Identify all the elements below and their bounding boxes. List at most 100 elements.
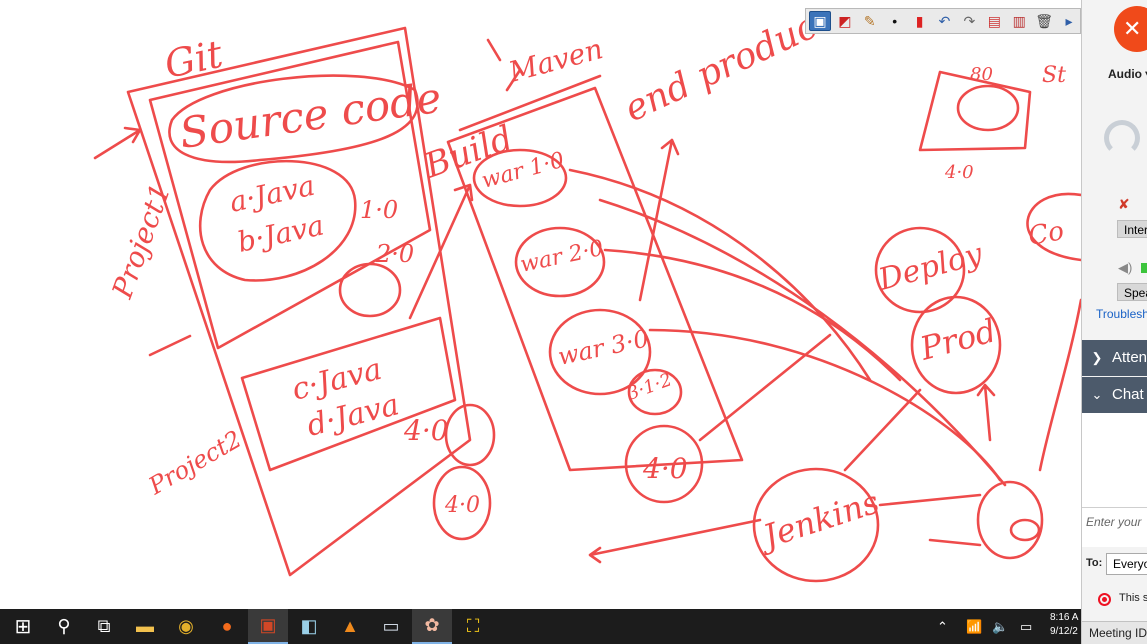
attendees-section-toggle[interactable]: ❯Attendees — [1082, 340, 1147, 376]
trash-tool-icon[interactable]: 🗑 — [1035, 13, 1054, 29]
chat-section-toggle[interactable]: ⌄Chat — [1082, 377, 1147, 413]
eraser-box-tool-icon[interactable]: ◩ — [838, 13, 852, 29]
vlc-cone-icon: ▲ — [341, 616, 359, 636]
folder-icon: ▬ — [136, 616, 154, 636]
highlighter-tool-icon[interactable]: ▮ — [915, 13, 924, 29]
network-icon[interactable]: 📶 — [966, 618, 983, 634]
taskbar: ⊞ ⚲ ⧉ ▬ ◉ ● ▣ ◧ ▲ ▭ ✿ ⛶ ⌃ 📶 🔈 ▭ 8:16 A 9… — [0, 609, 1081, 644]
maven-box-line — [458, 74, 602, 132]
label-war2: war 2·0 — [518, 236, 606, 278]
clear-tool-icon[interactable]: ▤ — [987, 13, 1001, 29]
corner-circle — [956, 84, 1020, 132]
war3-ellipse — [548, 308, 652, 396]
whiteboard-drawing: Git Source code a·Java b·Java Project1 c… — [93, 0, 1081, 583]
vlc-button[interactable]: ▲ — [330, 609, 370, 644]
speaker-level-indicator — [1141, 263, 1147, 273]
label-corner-st: St — [1042, 63, 1066, 88]
annotation-toolbar: ▣ ◩ ✎ • ▮ ↶ ↷ ▤ ▥ 🗑 ▸ — [805, 8, 1081, 34]
prod-arrow-2 — [603, 248, 902, 382]
war2-ellipse — [514, 226, 606, 298]
right-edge-line — [1038, 298, 1081, 472]
label-prod: Prod — [915, 311, 1000, 368]
remote-desktop-button[interactable]: ▭ — [371, 609, 411, 644]
chat-input[interactable]: Enter your — [1082, 507, 1147, 547]
chat-recipient-label: To: — [1086, 557, 1103, 569]
chrome-button[interactable]: ◉ — [166, 609, 206, 644]
speaker-icon: ◀) — [1118, 260, 1133, 275]
label-corner-v: 4·0 — [944, 162, 974, 183]
project2-arrow — [148, 334, 192, 357]
monitor-icon: ▭ — [382, 616, 400, 636]
label-jenkins: Jenkins — [753, 483, 884, 558]
label-v2: 2·0 — [375, 240, 414, 268]
project1-arrow — [93, 126, 142, 160]
recording-icon — [1098, 593, 1111, 606]
chat-messages — [1082, 413, 1147, 507]
file-explorer-button[interactable]: ▬ — [125, 609, 165, 644]
label-v312: 3·1·2 — [625, 369, 675, 404]
webex-icon: ✿ — [424, 615, 440, 635]
maven-arrow — [486, 38, 522, 92]
war1-ellipse — [472, 148, 568, 208]
label-corner-80: 80 — [970, 64, 993, 85]
search-button[interactable]: ⚲ — [44, 609, 84, 644]
notes-app-button[interactable]: ◧ — [289, 609, 329, 644]
mic-off-icon: ✕ — [1123, 16, 1142, 41]
input-indicator-icon[interactable]: ▭ — [1020, 618, 1033, 634]
screen-tool-button[interactable]: ⛶ — [453, 609, 493, 644]
powerpoint-button[interactable]: ▣ — [248, 609, 288, 644]
whiteboard-canvas[interactable]: Git Source code a·Java b·Java Project1 c… — [0, 0, 1081, 609]
label-v4-left: 4·0 — [403, 414, 449, 447]
chevron-right-icon: ❯ — [1091, 350, 1103, 365]
dot-tool-icon[interactable]: • — [892, 13, 898, 29]
git-box-inner — [148, 40, 432, 350]
firefox-icon: ● — [221, 616, 233, 636]
v4-circle-left — [432, 465, 492, 541]
deploy-arrow — [843, 383, 996, 472]
jenkins-arrow-2 — [598, 198, 1007, 487]
start-button[interactable]: ⊞ — [2, 609, 44, 644]
jenkins-out — [878, 493, 982, 547]
firefox-button[interactable]: ● — [207, 609, 247, 644]
brush-tool-icon[interactable]: ✎ — [863, 13, 876, 29]
meeting-id: Meeting ID — [1082, 621, 1147, 644]
source-code-ellipse — [168, 74, 419, 164]
label-v1: 1·0 — [360, 196, 398, 224]
label-war3: war 3·0 — [555, 324, 651, 371]
mute-microphone-button[interactable]: ✕ — [1114, 6, 1147, 52]
maven-box — [446, 86, 744, 472]
more-tool-icon[interactable]: ▸ — [1065, 13, 1073, 29]
label-v4-left-2: 4·0 — [444, 493, 480, 518]
prod-circle — [910, 295, 1002, 395]
chevron-up-icon: ⌃ — [937, 618, 948, 634]
jenkins-link — [588, 518, 762, 564]
task-view-button[interactable]: ⧉ — [84, 609, 124, 644]
meeting-side-panel: ✕ Audio ▾ ✘ Internal ◀) Speaker Troubles… — [1081, 0, 1147, 644]
microphone-select[interactable]: Internal — [1117, 220, 1147, 238]
undo-tool-icon[interactable]: ↶ — [938, 13, 951, 29]
volume-icon[interactable]: 🔈 — [992, 618, 1009, 634]
notes-icon: ◧ — [300, 616, 318, 636]
chrome-icon: ◉ — [178, 616, 194, 636]
taskbar-clock[interactable]: 8:16 A 9/12/2 — [1050, 611, 1078, 639]
redo-tool-icon[interactable]: ↷ — [963, 13, 976, 29]
chat-recipient-select[interactable]: Everyone — [1106, 553, 1147, 575]
pointer-tool-icon[interactable]: ▣ — [809, 11, 831, 31]
label-git: Git — [161, 32, 227, 87]
troubleshoot-link[interactable]: Troubleshoot — [1096, 307, 1147, 321]
label-project1: Project1 — [105, 179, 177, 303]
headset-icon — [1104, 120, 1140, 156]
save-tool-icon[interactable]: ▥ — [1012, 13, 1026, 29]
label-deploy: Deploy — [874, 236, 987, 298]
deploy-circle — [874, 226, 966, 314]
build-arrow — [408, 183, 474, 320]
clock-time: 8:16 A — [1050, 612, 1079, 623]
show-hidden-icons-button[interactable]: ⌃ — [937, 609, 948, 644]
recording-notice: This s — [1119, 592, 1147, 604]
corner-arc — [1026, 192, 1081, 262]
audio-dropdown[interactable]: Audio ▾ — [1108, 67, 1147, 81]
speaker-select[interactable]: Speaker — [1117, 283, 1147, 301]
label-b-java: b·Java — [235, 208, 327, 258]
windows-logo-icon: ⊞ — [14, 616, 32, 638]
webex-button[interactable]: ✿ — [412, 609, 452, 644]
